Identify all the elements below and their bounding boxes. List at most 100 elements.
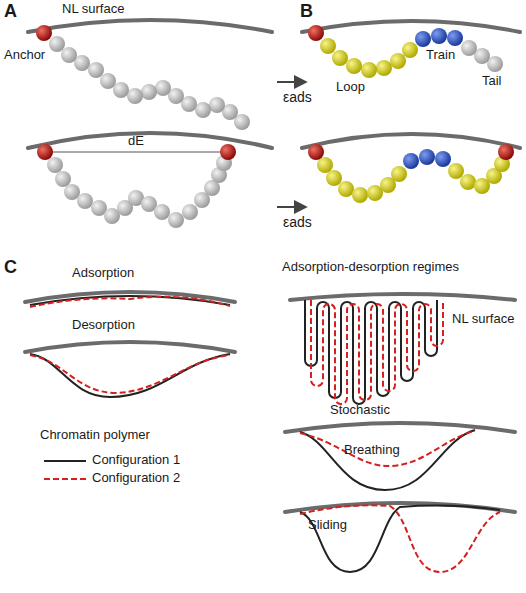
gray-bead-loop-part (168, 212, 184, 228)
panel-b-top (302, 21, 520, 78)
legend-swatch (44, 478, 86, 480)
stochastic-sketch-part (311, 300, 443, 404)
anchor-bead (36, 25, 52, 41)
legend-swatch (44, 460, 86, 462)
regime-label: Breathing (344, 443, 400, 457)
anchor-bead (308, 25, 324, 41)
nl-surface (302, 21, 520, 32)
nl-surface (28, 133, 272, 148)
loop-beads-part (320, 38, 336, 54)
gray-bead-loop-part (182, 204, 198, 220)
loop-beads-part (317, 157, 333, 173)
anchor-bead (308, 144, 324, 160)
loop-beads-part (326, 170, 342, 186)
surface-label: NL surface (452, 312, 514, 326)
loop-beads-part (352, 187, 368, 203)
anchor-bead (37, 144, 53, 160)
adsorption-sketch (25, 292, 235, 307)
legend-text: Configuration 2 (92, 471, 180, 485)
breathing-sketch (285, 423, 515, 490)
surface-label: NL surface (62, 2, 124, 16)
state-label: Desorption (72, 318, 135, 332)
transition-arrow (277, 206, 305, 208)
energy-label: εads (283, 90, 312, 105)
stochastic-sketch (290, 294, 515, 404)
train-beads-part (415, 31, 431, 47)
legend-heading: Chromatin polymer (40, 428, 150, 442)
train-beads (403, 149, 451, 169)
anchor-bead (498, 144, 514, 160)
breathing-sketch-part (300, 430, 475, 490)
sliding-sketch-part (300, 506, 500, 572)
legend-text: Configuration 1 (92, 453, 180, 467)
nl-surface (28, 20, 272, 32)
train-beads-part (435, 151, 451, 167)
breathing-sketch-part (300, 431, 475, 466)
gray-bead-chain-part (127, 88, 143, 104)
loop-beads-part (346, 58, 362, 74)
anchor-label: Anchor (4, 48, 45, 62)
gray-bead-chain-part (100, 73, 116, 89)
distance-label: dE (128, 134, 144, 148)
loop-beads-part (332, 50, 348, 66)
loop-beads-part (338, 181, 354, 197)
gray-bead-loop-part (55, 171, 71, 187)
gray-bead-chain-part (88, 62, 104, 78)
state-label: Adsorption (72, 266, 134, 280)
train-beads-part (419, 149, 435, 165)
panel-a-bottom (28, 133, 272, 228)
stochastic-sketch-part (290, 294, 515, 300)
sliding-sketch-part (300, 505, 500, 572)
train-beads-part (431, 28, 447, 44)
gray-bead-chain-part (155, 80, 171, 96)
train-beads-part (447, 30, 463, 46)
section-heading: Adsorption-desorption regimes (282, 260, 459, 274)
train-beads (415, 28, 463, 47)
panel-b-bottom (302, 134, 520, 203)
gray-bead-loop-part (64, 184, 80, 200)
loop-beads-part (376, 60, 392, 76)
loop-label: Loop (336, 80, 365, 94)
sliding-sketch (285, 503, 515, 572)
regime-label: Stochastic (330, 403, 390, 417)
gray-bead-chain-part (49, 36, 65, 52)
panel-letter: C (4, 258, 17, 278)
tail-beads (461, 40, 503, 72)
loop-beads-part (460, 174, 476, 190)
gray-bead-loop-part (154, 204, 170, 220)
desorption-sketch-part (30, 354, 230, 397)
desorption-sketch (25, 342, 235, 397)
gray-bead-chain-part (141, 84, 157, 100)
train-label: Train (426, 48, 455, 62)
gray-bead-chain-part (209, 97, 225, 113)
gray-bead-loop-part (77, 193, 93, 209)
gray-bead-chain-part (61, 47, 77, 63)
tail-label: Tail (482, 74, 502, 88)
transition-arrow (277, 81, 305, 83)
gray-bead-chain (49, 36, 250, 130)
energy-label: εads (283, 215, 312, 230)
loop-beads-part (361, 62, 377, 78)
gray-bead-loop-part (47, 157, 63, 173)
gray-bead-chain-part (113, 82, 129, 98)
desorption-sketch-part (25, 342, 235, 352)
nl-surface (302, 134, 520, 148)
gray-bead-loop (47, 155, 232, 228)
panel-letter: B (300, 2, 313, 22)
end-distance-line (52, 152, 221, 153)
anchor-bead (220, 144, 236, 160)
loop-beads-part (448, 163, 464, 179)
loop-beads-part (391, 166, 407, 182)
adsorption-sketch-part (30, 297, 230, 307)
loop-beads-part (390, 53, 406, 69)
regime-label: Sliding (308, 518, 347, 532)
loop-beads-part (402, 42, 418, 58)
desorption-sketch-part (30, 355, 230, 393)
panel-letter: A (4, 2, 17, 22)
train-beads-part (403, 153, 419, 169)
breathing-sketch-part (285, 423, 515, 432)
gray-bead-chain-part (195, 102, 211, 118)
